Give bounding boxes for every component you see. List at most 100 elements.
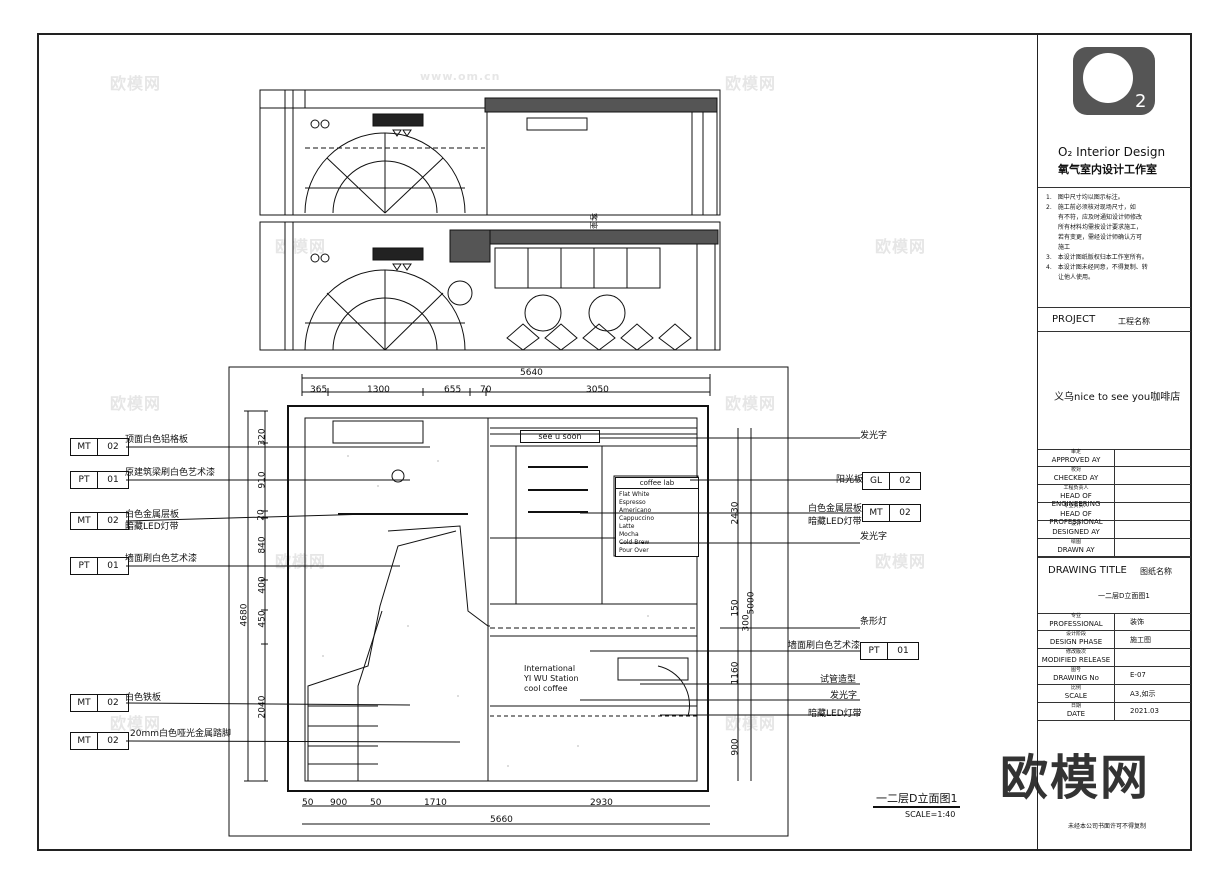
callout-label: 条形灯 bbox=[860, 617, 888, 627]
info-en: DESIGN PHASE bbox=[1049, 638, 1103, 646]
info-cn: 专业 bbox=[1070, 613, 1081, 619]
approval-cn: 专业负责人 bbox=[1063, 503, 1089, 509]
elevation-scale: SCALE=1:40 bbox=[905, 810, 956, 819]
dim-bottom: 50 bbox=[302, 798, 314, 808]
info-cn: 设计阶段 bbox=[1065, 631, 1086, 637]
info-cn: 图号 bbox=[1070, 667, 1081, 673]
drawing-title-label-cn: 图纸名称 bbox=[1140, 567, 1172, 576]
info-en: PROFESSIONAL bbox=[1049, 620, 1103, 628]
menu-title: coffee lab bbox=[616, 478, 698, 489]
note-line: 4. 本设计图未经同意，不得复制、转 bbox=[1046, 264, 1148, 271]
info-value: A3,如示 bbox=[1130, 690, 1156, 698]
menu-item: Americano bbox=[619, 507, 652, 514]
notes: 1. 图中尺寸均以图示标注。2. 施工前必须核对现场尺寸，如 有不符，应及时通知… bbox=[1046, 193, 1186, 283]
note-line: 所有材料均需按设计要求施工， bbox=[1046, 224, 1143, 231]
wall-text-line: International bbox=[524, 664, 576, 673]
info-value: 装饰 bbox=[1130, 618, 1144, 626]
watermark: 欧模网 bbox=[725, 394, 777, 413]
approval-en: HEAD OF ENGINEERING bbox=[1051, 492, 1101, 508]
callout-label: 发光字 bbox=[860, 431, 888, 441]
menu-item: Mocha bbox=[619, 531, 639, 538]
wall-text-line: YI WU Station bbox=[524, 674, 579, 683]
note-line: 若有变更，需经设计师确认方可 bbox=[1046, 234, 1143, 241]
dim-bottom: 2930 bbox=[590, 798, 613, 808]
callout-label: 暗藏LED灯带 bbox=[125, 522, 179, 532]
dim-top-total: 5640 bbox=[520, 368, 543, 378]
studio-name-en: O₂ Interior Design bbox=[1058, 145, 1166, 159]
watermark: 欧模网 bbox=[110, 714, 162, 733]
note-line: 3. 本设计图纸版权归本工作室所有。 bbox=[1046, 254, 1148, 261]
watermark: 欧模网 bbox=[725, 74, 777, 93]
menu-item: Espresso bbox=[619, 499, 646, 506]
approval-en: HEAD OF PROFESSIONAL bbox=[1049, 510, 1103, 526]
approval-en: APPROVED AY bbox=[1051, 456, 1101, 464]
approval-en: DRAWN AY bbox=[1057, 546, 1095, 554]
dim-bottom: 1710 bbox=[424, 798, 447, 808]
callout-lines-left bbox=[125, 446, 461, 743]
callout-label: 20mm白色哑光金属踏脚 bbox=[130, 729, 231, 739]
drawing-title-label: DRAWING TITLE bbox=[1048, 565, 1127, 576]
approval-cn: 绘图 bbox=[1070, 539, 1081, 545]
logo-mark: 2 bbox=[1135, 91, 1147, 112]
wall-text: International YI WU Station cool coffee bbox=[524, 664, 579, 694]
approval-cn: 工程负责人 bbox=[1063, 485, 1089, 491]
elevation-drawing bbox=[228, 366, 789, 837]
callout-label: 阳光板 bbox=[836, 475, 864, 485]
dim-top: 365 bbox=[310, 385, 328, 395]
callout-label: 白色金属层板 bbox=[125, 510, 180, 520]
dim-right: 900 bbox=[730, 738, 741, 756]
menu-item: Cappuccino bbox=[619, 515, 655, 522]
menu-item: Latte bbox=[619, 523, 635, 530]
dim-bottom-total: 5660 bbox=[490, 815, 513, 825]
info-value: 施工图 bbox=[1130, 636, 1151, 644]
callout-label: 顶面白色铝格板 bbox=[125, 435, 189, 445]
note-line: 施工 bbox=[1046, 244, 1071, 251]
elevation-title: 一二层D立面图1 bbox=[873, 790, 961, 808]
info-en: DATE bbox=[1066, 710, 1086, 718]
callout-label: 白色金属层板 bbox=[808, 504, 863, 514]
note-line: 2. 施工前必须核对现场尺寸，如 bbox=[1046, 204, 1136, 211]
info-en: SCALE bbox=[1064, 692, 1088, 700]
watermark-big: 欧模网 bbox=[1000, 750, 1151, 806]
approval-cn: 审定 bbox=[1070, 449, 1081, 455]
note-line: 有不符，应及时通知设计师修改 bbox=[1046, 214, 1143, 221]
info-value: E-07 bbox=[1130, 671, 1146, 679]
info-cn: 修改版次 bbox=[1065, 649, 1086, 655]
callout-label: 发光字 bbox=[830, 691, 858, 701]
project-label-cn: 工程名称 bbox=[1118, 317, 1150, 326]
dim-top: 655 bbox=[444, 385, 462, 395]
drawing-title-name: 一二层D立面图1 bbox=[1098, 592, 1150, 600]
plan-views: 客座 bbox=[259, 89, 721, 351]
approval-cn: 设计 bbox=[1070, 521, 1081, 527]
dim-top: 70 bbox=[480, 385, 492, 395]
studio-name-cn: 氧气室内设计工作室 bbox=[1058, 163, 1157, 176]
callout-label: 暗藏LED灯带 bbox=[808, 517, 862, 527]
dim-bottom: 900 bbox=[330, 798, 348, 808]
watermark: 欧模网 bbox=[110, 394, 162, 413]
sign-text: see u soon bbox=[520, 430, 600, 443]
callout-label: 原建筑梁刷白色艺术漆 bbox=[125, 468, 216, 478]
dim-top: 3050 bbox=[586, 385, 609, 395]
dim-bottom: 50 bbox=[370, 798, 382, 808]
approval-cn: 校对 bbox=[1070, 467, 1081, 473]
callout-lines-right bbox=[580, 437, 860, 716]
drawing-frame bbox=[37, 33, 1192, 851]
menu-item: Flat White bbox=[619, 491, 650, 498]
title-block: 2 O₂ Interior Design 氧气室内设计工作室 1. 图中尺寸均以… bbox=[1037, 35, 1191, 849]
